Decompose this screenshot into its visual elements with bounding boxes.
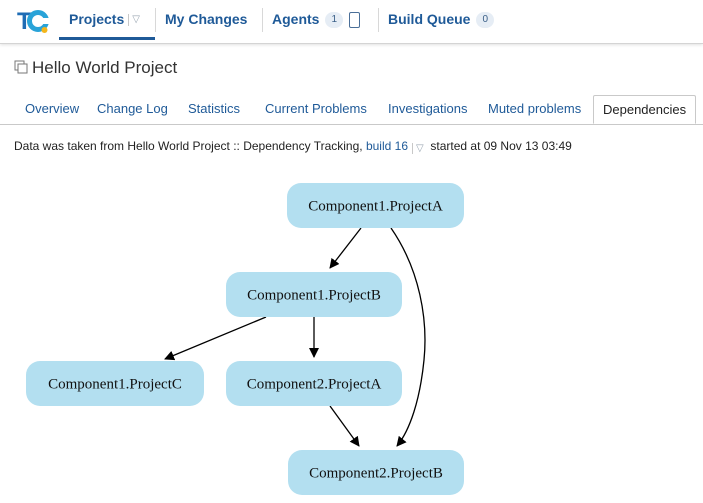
nav-my-changes-label: My Changes <box>165 11 248 27</box>
top-navigation-bar: T Projects▽ My Changes Agents 1 Build Que… <box>0 0 703 44</box>
project-icon <box>14 59 28 74</box>
nav-agents-label: Agents <box>272 11 320 27</box>
build-dropdown-caret-icon[interactable]: ▽ <box>412 143 424 154</box>
nav-build-queue[interactable]: Build Queue 0 <box>388 0 495 40</box>
graph-node-label: Component2.ProjectA <box>247 377 382 393</box>
nav-separator <box>262 8 263 32</box>
nav-projects[interactable]: Projects▽ <box>59 0 155 40</box>
tab-current-problems[interactable]: Current Problems <box>265 101 367 116</box>
project-title-text: Hello World Project <box>32 58 178 77</box>
graph-node-label: Component2.ProjectB <box>309 466 443 482</box>
graph-node[interactable]: Component1.ProjectA <box>287 183 464 228</box>
nav-my-changes[interactable]: My Changes <box>165 0 247 40</box>
graph-nodes: Component1.ProjectA Component1.ProjectB Co… <box>26 183 464 495</box>
info-suffix: started at 09 Nov 13 03:49 <box>430 139 572 153</box>
tab-change-log[interactable]: Change Log <box>97 101 168 116</box>
page-title: Hello World Project <box>14 58 177 78</box>
dependency-edge <box>329 405 360 447</box>
nav-separator <box>155 8 156 32</box>
agent-status-icon <box>349 12 361 29</box>
graph-node[interactable]: Component1.ProjectC <box>26 361 204 406</box>
graph-node-box[interactable] <box>287 183 464 228</box>
tab-muted-problems[interactable]: Muted problems <box>488 101 582 116</box>
nav-agents[interactable]: Agents 1 <box>272 0 361 40</box>
info-prefix: Data was taken from Hello World Project … <box>14 139 363 153</box>
graph-node-box[interactable] <box>226 272 402 317</box>
queue-count-badge: 0 <box>476 12 495 29</box>
tab-dependencies[interactable]: Dependencies <box>593 95 697 124</box>
graph-node-label: Component1.ProjectC <box>48 377 182 393</box>
graph-node-label: Component1.ProjectA <box>308 199 443 215</box>
dependency-edge <box>164 316 267 361</box>
graph-node-box[interactable] <box>288 450 464 495</box>
tab-investigations[interactable]: Investigations <box>388 101 468 116</box>
graph-node[interactable]: Component2.ProjectA <box>226 361 402 406</box>
dependency-edge <box>329 227 362 269</box>
graph-edges <box>164 227 426 447</box>
teamcity-logo-icon[interactable]: T <box>15 6 49 34</box>
agents-count-badge: 1 <box>325 12 344 29</box>
svg-text:T: T <box>17 8 32 34</box>
graph-node[interactable]: Component1.ProjectB <box>226 272 402 317</box>
nav-separator <box>378 8 379 32</box>
graph-node-box[interactable] <box>26 361 204 406</box>
tab-overview[interactable]: Overview <box>25 101 80 116</box>
tab-statistics[interactable]: Statistics <box>188 101 241 116</box>
project-tabs: Overview Change Log Statistics Current P… <box>0 95 703 125</box>
graph-node[interactable]: Component2.ProjectB <box>288 450 464 495</box>
projects-dropdown-caret-icon[interactable]: ▽ <box>128 14 140 27</box>
graph-node-label: Component1.ProjectB <box>247 288 381 304</box>
dependency-edge <box>390 227 426 447</box>
build-link[interactable]: build 16 <box>365 139 408 153</box>
graph-node-box[interactable] <box>226 361 402 406</box>
nav-projects-label: Projects <box>69 11 125 27</box>
data-source-info: Data was taken from Hello World Project … <box>14 139 572 154</box>
nav-build-queue-label: Build Queue <box>388 11 471 27</box>
